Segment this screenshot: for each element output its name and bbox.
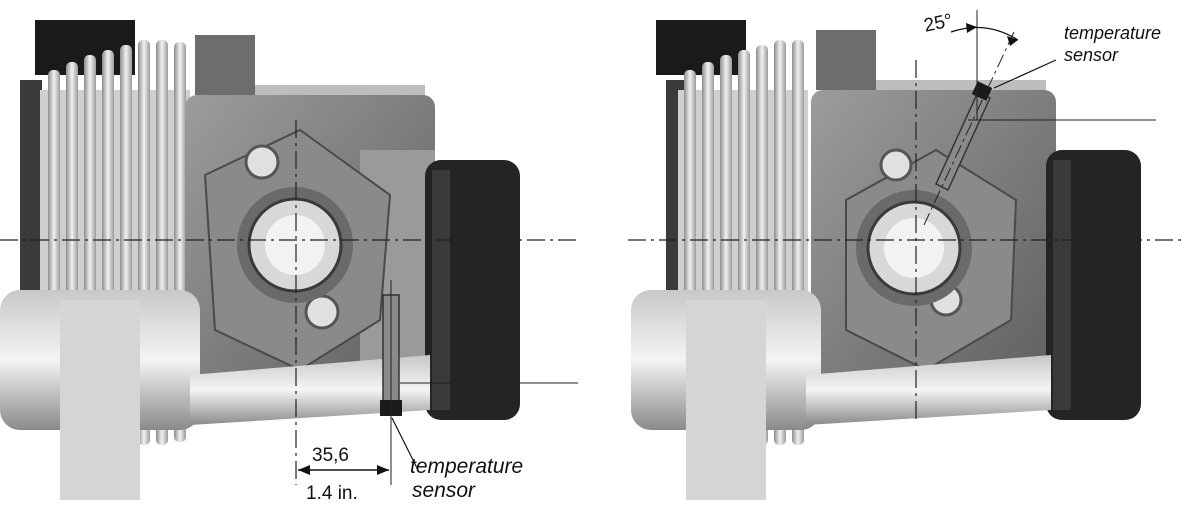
temperature-label-line1: temperature <box>410 455 524 478</box>
sensor-leader-line <box>391 417 419 471</box>
engine-view-angled: 25° temperature sensor <box>606 0 1186 507</box>
temperature-label-right-line2: sensor <box>1064 45 1119 65</box>
engine-view-front: 35,6 1.4 in. temperature sensor <box>0 0 580 507</box>
dimension-mm: 35,6 <box>312 445 349 466</box>
angle-arc <box>950 26 1019 41</box>
temperature-label-line2: sensor <box>412 479 476 502</box>
engine-drawing-angled <box>628 10 1184 500</box>
temperature-label-right-line1: temperature <box>1064 23 1162 43</box>
engine-drawing-front <box>0 20 578 500</box>
sensor-axis-25deg <box>923 31 1015 226</box>
sensor-leader-line-right <box>993 59 1057 89</box>
dimension-in: 1.4 in. <box>306 483 358 504</box>
